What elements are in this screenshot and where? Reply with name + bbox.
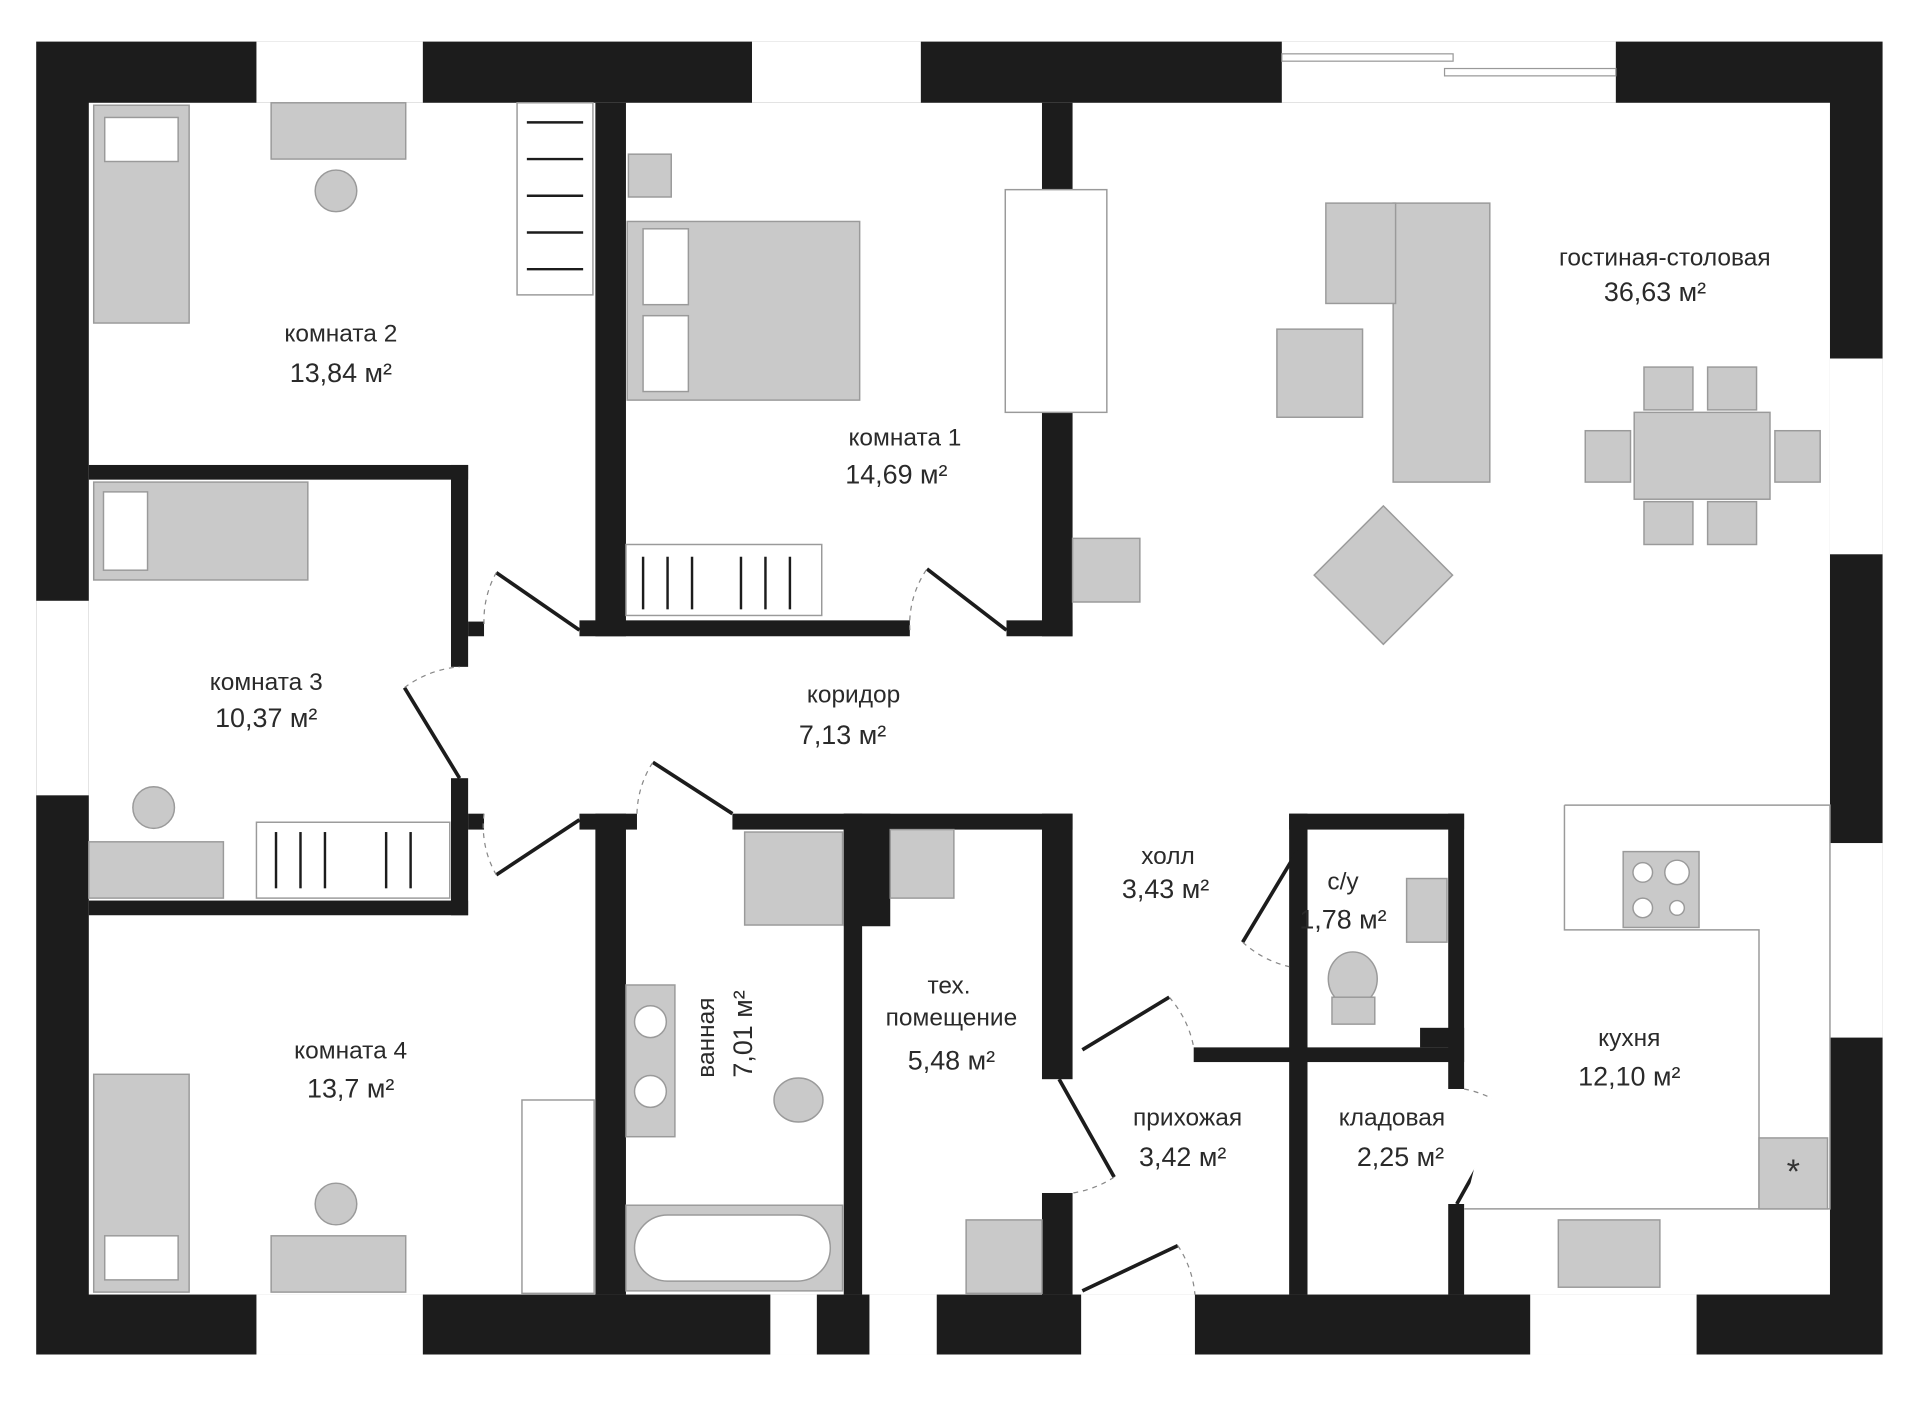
room-name: с/у [1327, 869, 1359, 896]
room-name: гостиная-столовая [1559, 245, 1771, 272]
room-name: комната 4 [294, 1037, 407, 1064]
room-name: коридор [807, 681, 900, 708]
window [1530, 1294, 1697, 1355]
room-area: 3,42 м² [1139, 1142, 1226, 1172]
window [1829, 358, 1883, 555]
balcony-door [1281, 41, 1616, 103]
window [869, 1294, 937, 1355]
room-area: 14,69 м² [845, 459, 947, 489]
window [1829, 843, 1883, 1038]
wardrobe-room3 [255, 821, 451, 899]
desk-room2 [270, 102, 407, 160]
room-area: 5,48 м² [908, 1045, 995, 1075]
boiler [889, 828, 955, 899]
kitchen-sink [1557, 1219, 1661, 1288]
room-area: 7,01 м² [728, 990, 758, 1077]
room-name: кухня [1598, 1025, 1660, 1052]
room-area: 13,7 м² [307, 1074, 394, 1104]
room-name: комната 2 [284, 320, 397, 347]
chair-room4 [314, 1182, 358, 1226]
entrance-gap [1081, 1294, 1195, 1355]
furniture: * [88, 102, 1831, 1295]
room-name: кладовая [1339, 1105, 1445, 1132]
window [770, 1294, 817, 1355]
washer [965, 1219, 1043, 1295]
room-area: 13,84 м² [290, 358, 392, 388]
tv-unit [1004, 188, 1108, 414]
chair-room2 [314, 169, 358, 213]
toilet-bath [773, 1077, 824, 1123]
room-area: 7,13 м² [799, 720, 886, 750]
room-area: 10,37 м² [215, 703, 317, 733]
room-name: ванная [693, 997, 720, 1077]
room-name-line2: помещение [886, 1004, 1018, 1031]
wardrobe-room2 [516, 102, 594, 296]
fridge [1758, 1137, 1829, 1210]
desk-room3 [88, 841, 225, 899]
window [256, 41, 423, 103]
wardrobe-room4 [521, 1099, 595, 1295]
armchair [1313, 504, 1454, 646]
room-area: 36,63 м² [1604, 277, 1706, 307]
window [751, 41, 921, 103]
kitchen-counter [1464, 804, 1831, 1210]
ottoman [1276, 328, 1364, 418]
room-area: 12,10 м² [1578, 1061, 1680, 1091]
sofa [1392, 202, 1491, 483]
shower [743, 831, 844, 926]
nightstand [627, 153, 672, 198]
stove [1622, 850, 1700, 929]
dining-table [1633, 411, 1771, 500]
room-name: комната 3 [210, 669, 323, 696]
room-area: 3,43 м² [1122, 874, 1209, 904]
room-name: холл [1141, 843, 1195, 870]
room-name: тех. [927, 973, 970, 1000]
interior-walls [88, 102, 1465, 1295]
room-area: 2,25 м² [1357, 1142, 1444, 1172]
room-area: 1,78 м² [1299, 905, 1386, 935]
desk-room4 [270, 1235, 407, 1293]
radiator-box [1071, 537, 1141, 603]
wardrobe-room1 [625, 543, 823, 617]
chair-room3 [132, 786, 176, 830]
sink-wc [1405, 877, 1448, 943]
room-labels: комната 2 13,84 м² комната 1 14,69 м² го… [210, 245, 1771, 1173]
room-name: комната 1 [848, 424, 961, 451]
window [256, 1294, 423, 1355]
window [36, 600, 89, 796]
fridge-icon: * [1787, 1153, 1800, 1191]
room-name: прихожая [1133, 1105, 1242, 1132]
